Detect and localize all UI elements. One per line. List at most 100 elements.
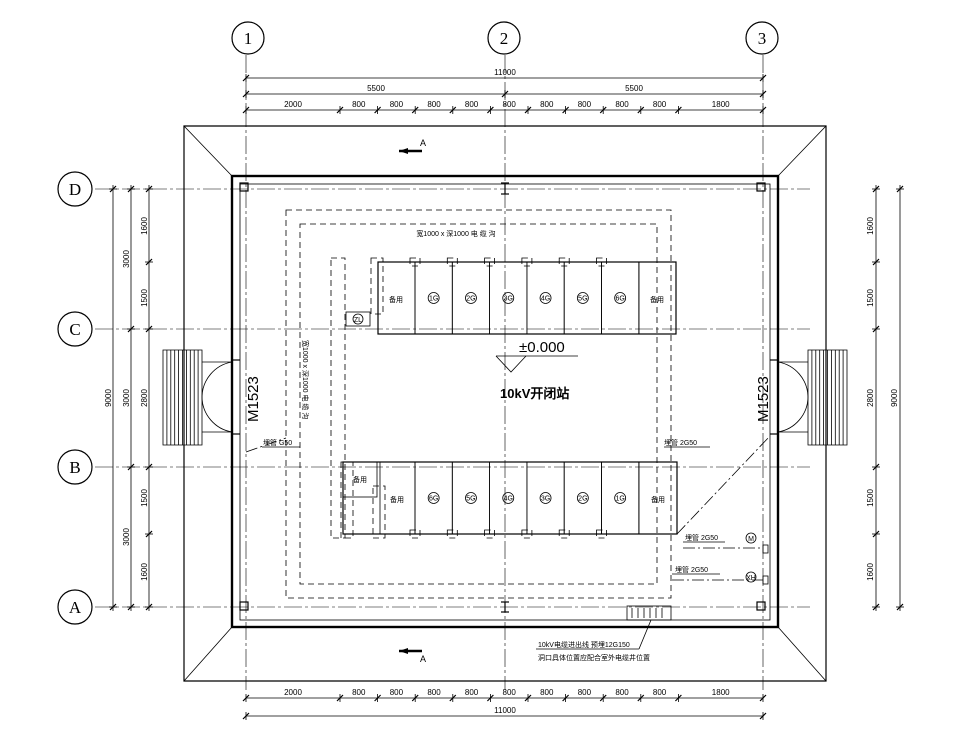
pipe-left-label: 埋管 G50 bbox=[263, 438, 292, 447]
elevation-mark: ±0.000 bbox=[495, 339, 578, 373]
station-name: 10kV开闭站 bbox=[500, 386, 569, 401]
cabinet-label: 4G bbox=[541, 296, 550, 303]
dim-segment: 800 bbox=[540, 100, 554, 109]
svg-text:A: A bbox=[420, 138, 426, 148]
axis-bubble-a: A bbox=[57, 589, 93, 625]
dim-right-in-1: 1600 bbox=[866, 217, 875, 235]
cabinet-label: 2G bbox=[578, 496, 587, 503]
dim-segment: 800 bbox=[653, 688, 667, 697]
cabinet-circle-icon bbox=[614, 492, 627, 504]
symbol-m: M bbox=[748, 536, 754, 543]
pipe-right-mid-label: 埋管 2G50 bbox=[685, 533, 718, 542]
cabinet-label: 5G bbox=[466, 496, 475, 503]
svg-text:A: A bbox=[420, 654, 426, 664]
axis-bubble-b: B bbox=[57, 449, 93, 485]
cabinet-tab bbox=[484, 257, 496, 267]
cabinet-circle-icon bbox=[539, 292, 552, 304]
cabinet-circle-icon bbox=[427, 492, 440, 504]
cabinet-tab bbox=[484, 529, 496, 539]
zl-box bbox=[345, 311, 371, 327]
cabinet-label: 6G bbox=[429, 496, 438, 503]
dim-segment: 800 bbox=[578, 100, 592, 109]
dim-segment: 2000 bbox=[284, 688, 302, 697]
axis-label-c: C bbox=[69, 320, 80, 339]
cabinet-label: 3G bbox=[504, 296, 513, 303]
dim-segment: 800 bbox=[578, 688, 592, 697]
dim-left-outer: 9000 bbox=[104, 389, 113, 407]
elevation-label: ±0.000 bbox=[519, 339, 565, 356]
cabinet-tab bbox=[521, 529, 533, 539]
cabinet-tab bbox=[521, 257, 533, 267]
cabinet-spare-bottom-box bbox=[342, 461, 378, 498]
dim-half-right: 5500 bbox=[625, 84, 643, 93]
cabinet-circle-icon bbox=[502, 492, 515, 504]
pipe-right-top-label: 埋管 2G50 bbox=[664, 438, 697, 447]
dim-segment: 800 bbox=[427, 688, 441, 697]
dim-total-top: 11000 bbox=[494, 68, 516, 77]
column-posts bbox=[239, 182, 766, 613]
dim-left-in-2: 1500 bbox=[140, 289, 149, 307]
cabinet-label: 1G bbox=[429, 296, 438, 303]
cabinet-tab bbox=[446, 257, 458, 267]
pipe-right-top: 埋管 2G50 bbox=[664, 435, 771, 535]
dim-segment: 1800 bbox=[712, 100, 730, 109]
door-right: M1523 bbox=[755, 359, 809, 435]
dim-segment: 800 bbox=[465, 688, 479, 697]
cabinet-tab bbox=[558, 529, 570, 539]
pipe-right-low-label: 埋管 2G50 bbox=[675, 565, 708, 574]
pipe-left: 埋管 G50 bbox=[245, 437, 300, 453]
axis-bubble-3: 3 bbox=[745, 21, 779, 55]
dim-segment: 800 bbox=[427, 100, 441, 109]
dim-segment: 800 bbox=[653, 100, 667, 109]
cabinet-tab bbox=[409, 257, 421, 267]
cabinet-label: 4G bbox=[504, 496, 513, 503]
dim-total-bottom: 11000 bbox=[494, 706, 516, 715]
dim-segment: 800 bbox=[503, 100, 517, 109]
axis-label-d: D bbox=[69, 180, 81, 199]
cabinet-label: 1G bbox=[615, 496, 624, 503]
dim-right-outer: 9000 bbox=[890, 389, 899, 407]
door-right-label: M1523 bbox=[755, 376, 772, 422]
dim-left-mid-3: 3000 bbox=[122, 528, 131, 546]
cabinet-circle-icon bbox=[465, 492, 477, 504]
cabinet-circle-icon bbox=[576, 292, 589, 304]
cabinet-circle-icon bbox=[427, 292, 440, 304]
axis-label-b: B bbox=[69, 458, 80, 477]
axis-bubble-c: C bbox=[57, 311, 93, 347]
cabinet-circle-icon bbox=[502, 292, 515, 304]
cabinet-label: 3G bbox=[541, 496, 550, 503]
stairs-right bbox=[807, 349, 848, 446]
axis-label-1: 1 bbox=[244, 29, 253, 48]
cable-entry: 10kV电缆进出线 预埋12G150 洞口具体位置应配合室外电缆井位置 bbox=[536, 605, 672, 662]
dim-segment: 800 bbox=[352, 688, 366, 697]
switchgear-row-top: 备用 备用 1G 2G 3G 4G 5G 6G ZL bbox=[330, 257, 677, 539]
roof-outline bbox=[183, 125, 827, 682]
dim-segment: 800 bbox=[465, 100, 479, 109]
dim-segment: 800 bbox=[390, 688, 404, 697]
cable-trench: 宽1000 x 深1000 电 缆 沟 宽1000 x 深1000 电 缆 沟 bbox=[285, 209, 672, 599]
axis-label-3: 3 bbox=[758, 29, 767, 48]
door-left: M1523 bbox=[201, 359, 262, 435]
cabinet-circle-icon bbox=[614, 292, 627, 304]
symbol-xh: XH bbox=[746, 575, 756, 582]
cabinet-circle-icon bbox=[539, 492, 552, 504]
dim-right-in-3: 2800 bbox=[866, 389, 875, 407]
cabinet-label: 6G bbox=[615, 296, 624, 303]
zl-symbol: ZL bbox=[354, 317, 362, 324]
cabinet-label: 2G bbox=[466, 296, 475, 303]
spare-label: 备用 bbox=[390, 495, 404, 504]
pipe-right-low: 埋管 2G50 XH bbox=[672, 565, 769, 585]
dim-segment: 800 bbox=[540, 688, 554, 697]
cable-trench-top-label: 宽1000 x 深1000 电 缆 沟 bbox=[416, 229, 495, 238]
section-mark-top: A bbox=[399, 138, 426, 154]
spare-label: 备用 bbox=[651, 495, 665, 504]
axis-bubble-2: 2 bbox=[487, 21, 521, 55]
cable-note-2: 洞口具体位置应配合室外电缆井位置 bbox=[538, 653, 650, 662]
dim-segment: 2000 bbox=[284, 100, 302, 109]
cabinet-tab bbox=[596, 257, 607, 267]
axis-bubble-1: 1 bbox=[231, 21, 265, 55]
dim-segment: 800 bbox=[615, 100, 629, 109]
dim-segment: 800 bbox=[352, 100, 366, 109]
